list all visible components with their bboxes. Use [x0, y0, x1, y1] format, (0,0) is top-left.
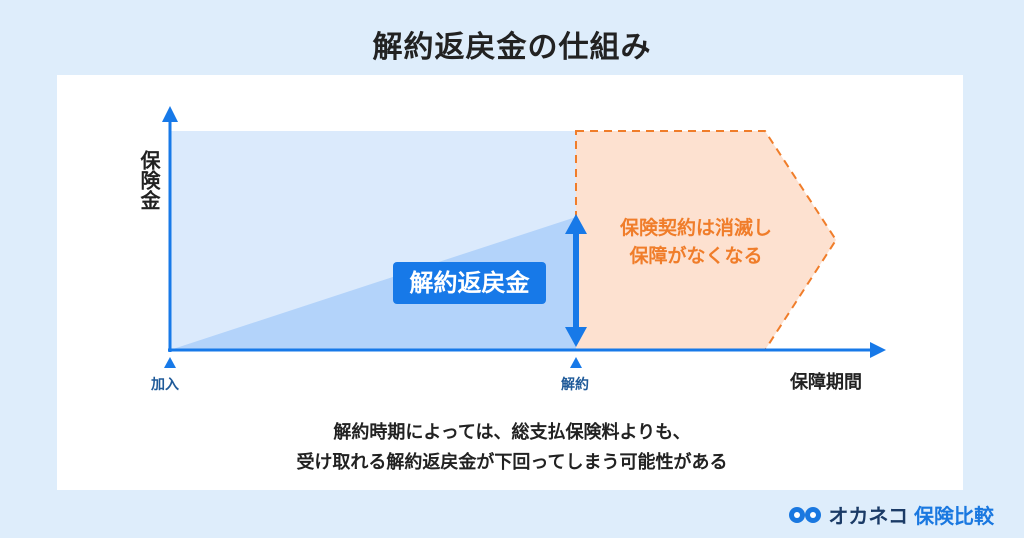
brand-name: オカネコ: [828, 503, 908, 528]
cancel-note-line2: 保障がなくなる: [629, 245, 763, 267]
surrender-value-badge: 解約返戻金: [393, 262, 546, 304]
caption: 解約時期によっては、総支払保険料よりも、 受け取れる解約返戻金が下回ってしまう可…: [0, 418, 1024, 478]
cancel-note-line1: 保険契約は消滅し: [619, 217, 772, 239]
cancel-note: 保険契約は消滅し 保障がなくなる: [586, 214, 806, 270]
surrender-arrow-top: [565, 214, 587, 234]
okaneko-cat-icon: [789, 507, 822, 523]
x-axis-label: 保障期間: [790, 372, 862, 393]
tick-label-join: 加入: [151, 377, 179, 393]
y-axis-arrow: [162, 106, 178, 122]
surrender-arrow-bottom: [565, 327, 587, 347]
page-title: 解約返戻金の仕組み: [372, 30, 652, 65]
tick-cancel-marker: [570, 357, 582, 368]
y-axis-label: 保険金: [137, 150, 161, 210]
caption-line1: 解約時期によっては、総支払保険料よりも、: [333, 422, 691, 443]
tick-label-cancel: 解約: [561, 377, 589, 393]
tick-join-marker: [164, 357, 176, 368]
brand-sub: 保険比較: [914, 503, 994, 528]
caption-line2: 受け取れる解約返戻金が下回ってしまう可能性がある: [296, 452, 728, 473]
x-axis-arrow: [870, 342, 886, 358]
brand-logo: オカネコ 保険比較: [788, 500, 994, 528]
surrender-value-area: [170, 217, 576, 350]
